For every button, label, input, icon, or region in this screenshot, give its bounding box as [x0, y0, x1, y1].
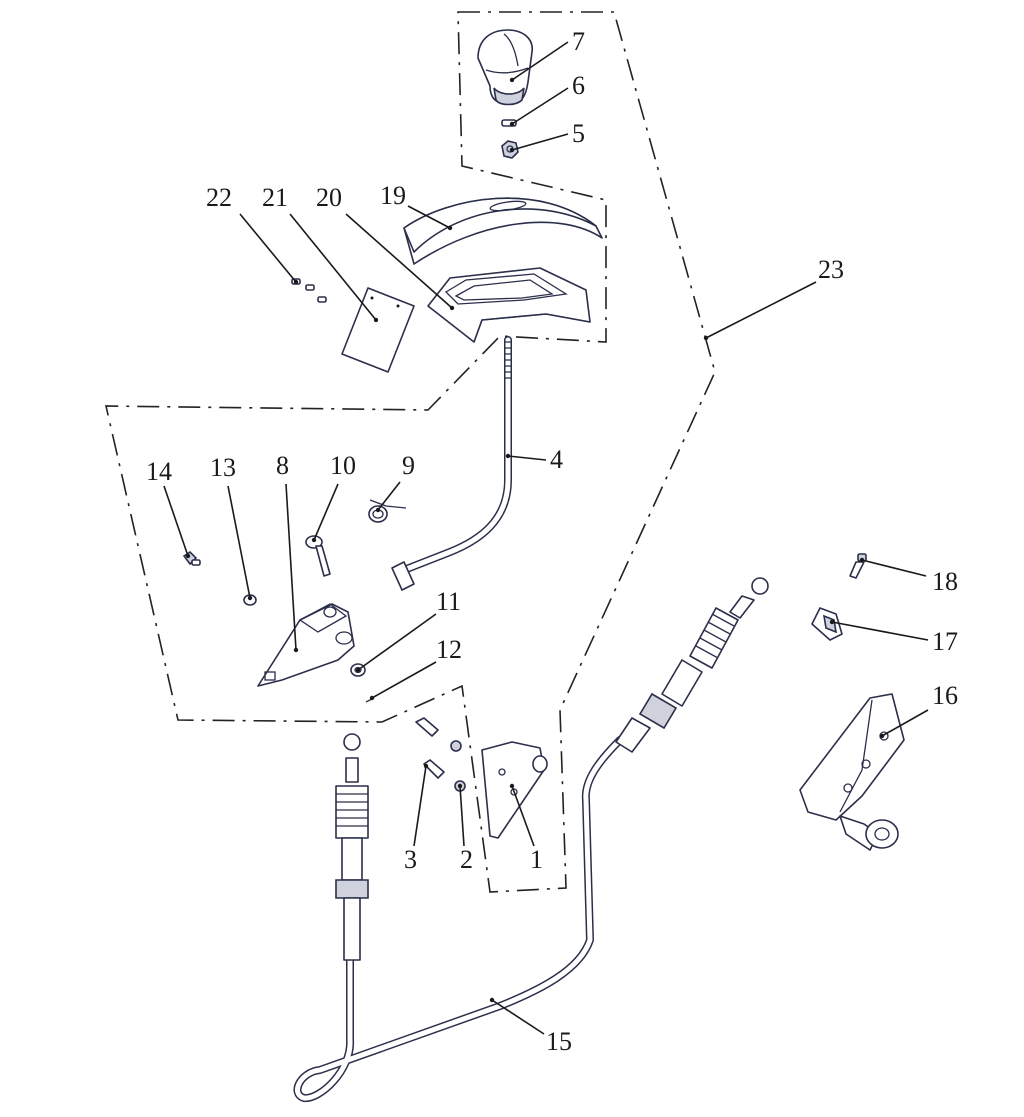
callout-9: 9: [402, 451, 415, 480]
assembly-group-outline: [104, 11, 716, 893]
bracket-bolt: [182, 550, 201, 566]
callout-labels: 7 6 5 22 21 20 19 23 4 14 13 8 10 9 11 1…: [146, 27, 958, 1056]
callout-10: 10: [330, 451, 356, 480]
callout-4: 4: [550, 445, 563, 474]
callout-8: 8: [276, 451, 289, 480]
callout-6: 6: [572, 71, 585, 100]
callout-21: 21: [262, 183, 288, 212]
leader-lines: [163, 41, 929, 1035]
callout-1: 1: [530, 845, 543, 874]
callout-23: 23: [818, 255, 844, 284]
callout-17: 17: [932, 627, 958, 656]
callout-12: 12: [436, 635, 462, 664]
boot-cover: [403, 197, 603, 265]
cable-end-left: [335, 733, 369, 961]
cable-clip: [811, 607, 843, 641]
callout-7: 7: [572, 27, 585, 56]
mount-bolts: [415, 717, 445, 779]
lever-bracket: [257, 603, 355, 687]
support-bracket: [799, 693, 905, 851]
callout-18: 18: [932, 567, 958, 596]
shift-frame: [427, 267, 591, 343]
shift-cable: [293, 577, 769, 1102]
callout-16: 16: [932, 681, 958, 710]
callout-11: 11: [436, 587, 461, 616]
shift-knob: [477, 29, 533, 106]
mount-nuts: [450, 740, 466, 792]
return-spring: [368, 499, 407, 523]
cable-end-right: [615, 577, 769, 753]
callout-19: 19: [380, 181, 406, 210]
callout-13: 13: [210, 453, 236, 482]
callout-14: 14: [146, 457, 172, 486]
label-plate: [341, 287, 415, 373]
callout-5: 5: [572, 119, 585, 148]
callout-3: 3: [404, 845, 417, 874]
callout-22: 22: [206, 183, 232, 212]
mounting-plate: [481, 741, 548, 839]
callout-20: 20: [316, 183, 342, 212]
shift-lever: [391, 336, 512, 591]
callout-15: 15: [546, 1027, 572, 1056]
callout-2: 2: [460, 845, 473, 874]
pivot-pin: [305, 535, 331, 577]
small-bolt: [849, 553, 867, 579]
